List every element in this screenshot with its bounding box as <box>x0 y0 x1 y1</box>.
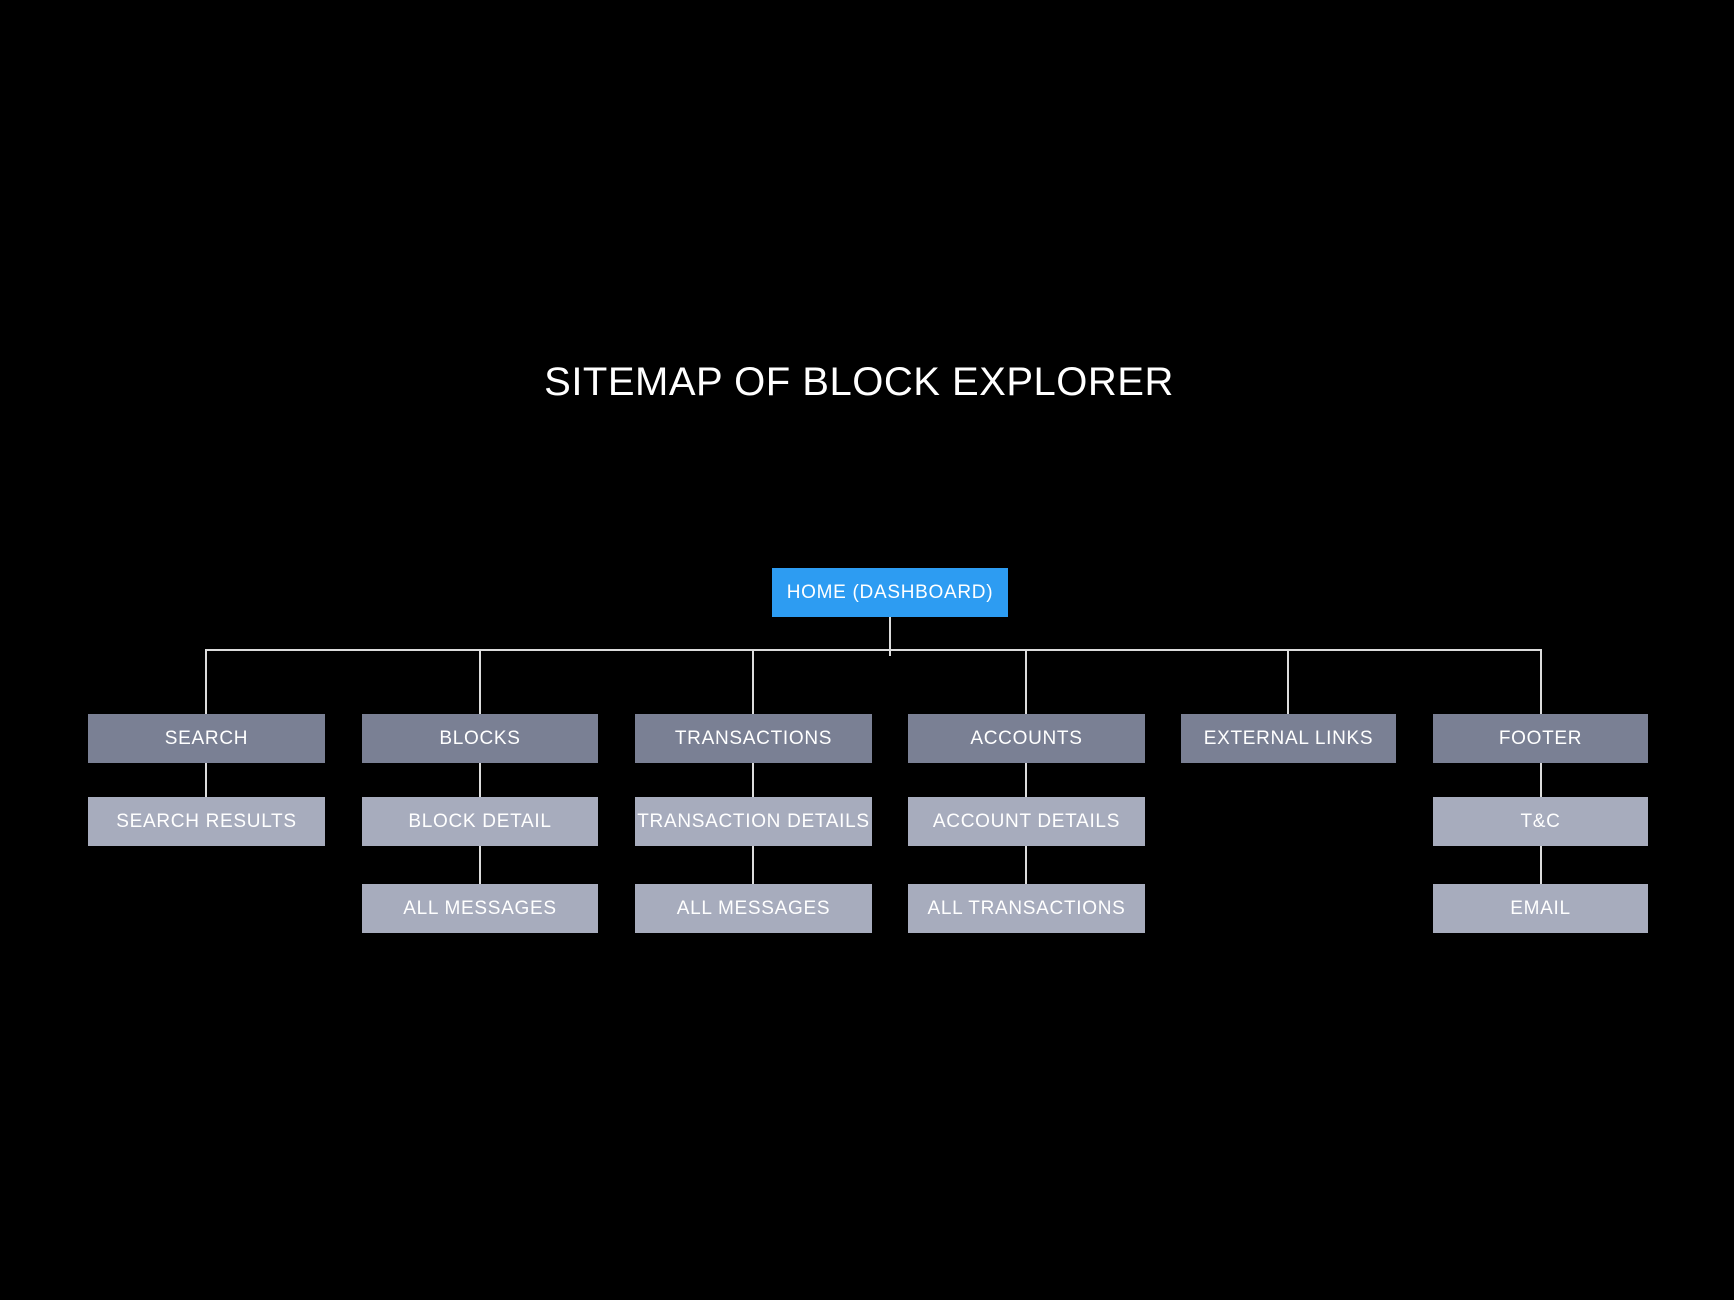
node-transaction-details[interactable]: TRANSACTION DETAILS <box>635 797 872 846</box>
node-transactions-all-messages[interactable]: ALL MESSAGES <box>635 884 872 933</box>
connector-blocks-to-detail <box>479 763 481 797</box>
connector-details-to-messages <box>752 846 754 884</box>
node-blocks-all-messages[interactable]: ALL MESSAGES <box>362 884 598 933</box>
node-blocks[interactable]: BLOCKS <box>362 714 598 763</box>
node-email[interactable]: EMAIL <box>1433 884 1648 933</box>
connector-drop-search <box>205 649 207 714</box>
node-home[interactable]: HOME (DASHBOARD) <box>772 568 1008 617</box>
connector-drop-external-links <box>1287 649 1289 714</box>
node-block-detail[interactable]: BLOCK DETAIL <box>362 797 598 846</box>
node-account-details[interactable]: ACCOUNT DETAILS <box>908 797 1145 846</box>
connector-drop-footer <box>1540 649 1542 714</box>
connector-details-to-transactions <box>1025 846 1027 884</box>
connector-detail-to-messages <box>479 846 481 884</box>
connector-accounts-to-details <box>1025 763 1027 797</box>
connector-search-to-results <box>205 763 207 797</box>
node-accounts[interactable]: ACCOUNTS <box>908 714 1145 763</box>
node-transactions[interactable]: TRANSACTIONS <box>635 714 872 763</box>
node-tc[interactable]: T&C <box>1433 797 1648 846</box>
connector-drop-transactions <box>752 649 754 714</box>
node-external-links[interactable]: EXTERNAL LINKS <box>1181 714 1396 763</box>
node-all-transactions[interactable]: ALL TRANSACTIONS <box>908 884 1145 933</box>
connector-home-drop <box>889 617 891 656</box>
connector-transactions-to-details <box>752 763 754 797</box>
connector-drop-blocks <box>479 649 481 714</box>
connector-drop-accounts <box>1025 649 1027 714</box>
node-search-results[interactable]: SEARCH RESULTS <box>88 797 325 846</box>
page-title: SITEMAP OF BLOCK EXPLORER <box>544 360 1174 404</box>
node-search[interactable]: SEARCH <box>88 714 325 763</box>
connector-trunk <box>206 649 1542 651</box>
connector-footer-to-tc <box>1540 763 1542 797</box>
node-footer[interactable]: FOOTER <box>1433 714 1648 763</box>
connector-tc-to-email <box>1540 846 1542 884</box>
